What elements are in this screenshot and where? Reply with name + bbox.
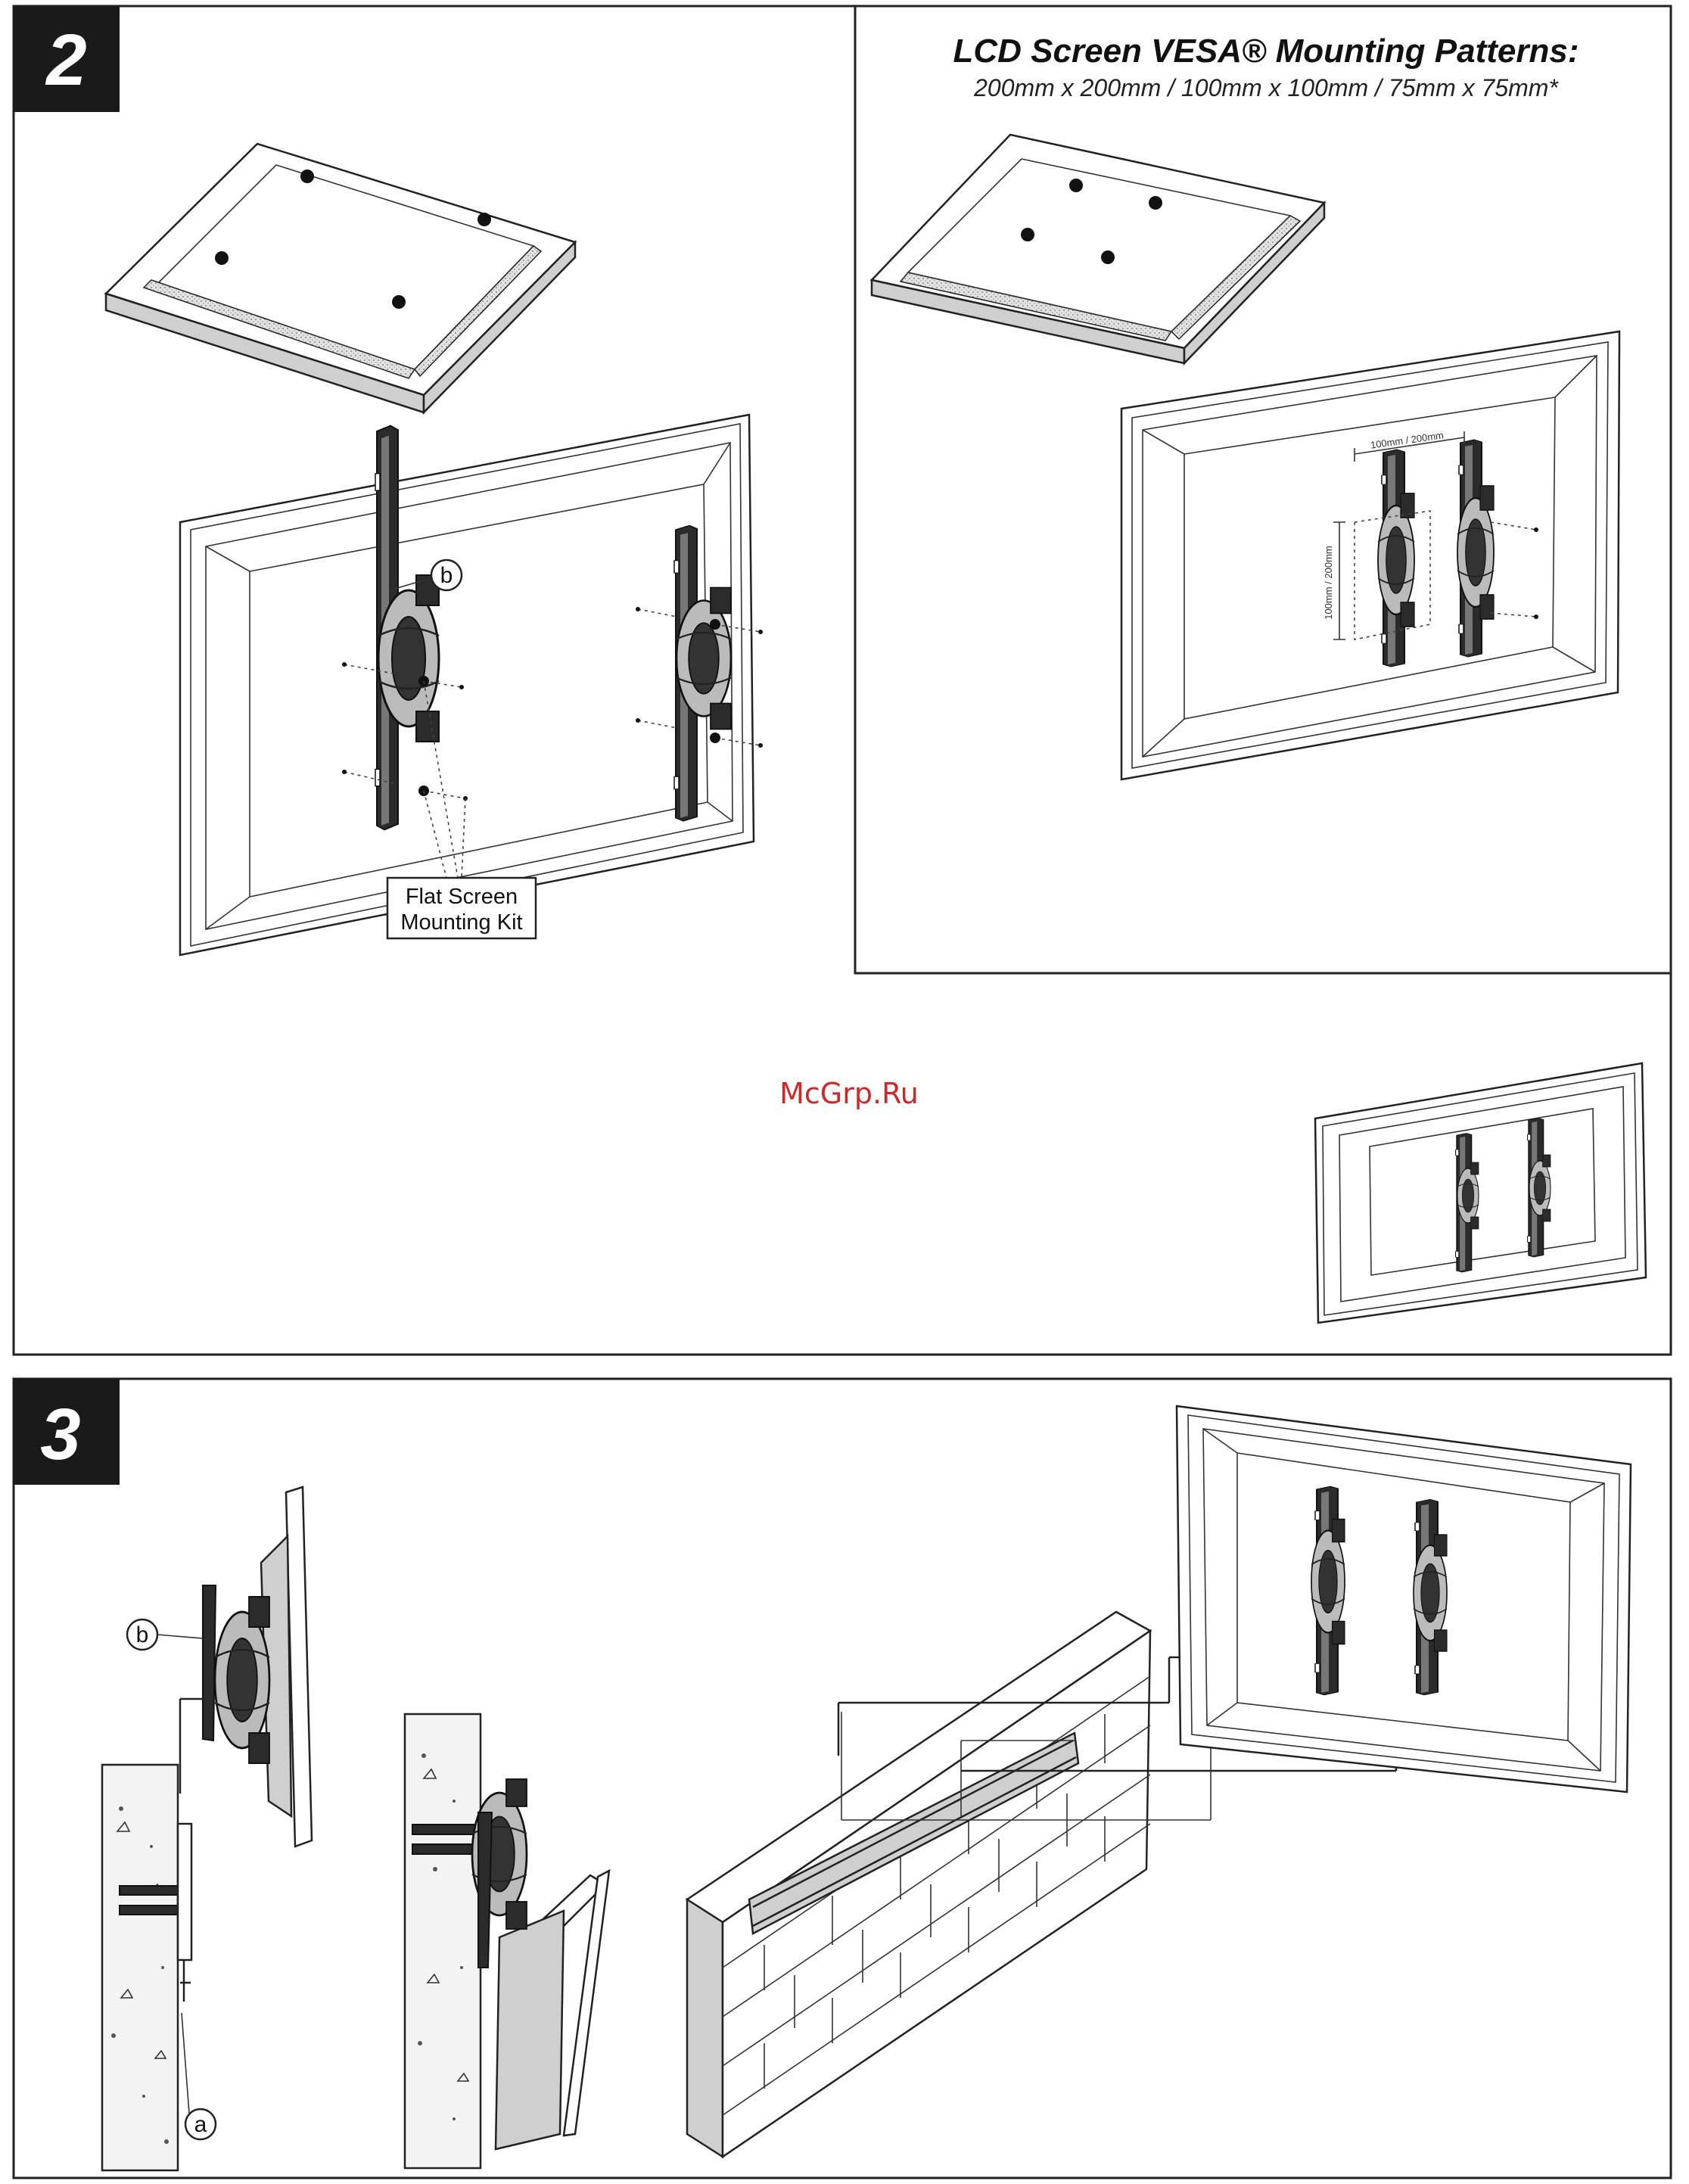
step-3-panel: 3 a b (14, 1379, 1671, 2178)
vesa-subtitle: 200mm x 200mm / 100mm x 100mm / 75mm x 7… (973, 74, 1559, 101)
vesa-title: LCD Screen VESA® Mounting Patterns: (953, 33, 1579, 70)
mount-hole (1149, 196, 1162, 210)
mounted-preview (1315, 1063, 1646, 1323)
mount-hole (1069, 179, 1083, 192)
vesa-wall-plate (872, 135, 1324, 363)
callout-b-label: b (440, 563, 453, 588)
side-view-hanging (405, 1714, 609, 2168)
side-view-before-hanging: a b (102, 1487, 312, 2170)
tv-outer-frame (180, 415, 754, 955)
mount-hole (215, 251, 229, 265)
vesa-dim-vertical: 100mm / 200mm (1323, 546, 1334, 620)
step-2-number: 2 (45, 20, 86, 101)
step-2-panel: 2 (14, 6, 1671, 1355)
kit-label-line1: Flat Screen (406, 885, 518, 909)
vesa-subpanel: LCD Screen VESA® Mounting Patterns: 200m… (855, 6, 1671, 973)
mount-hole (392, 295, 406, 309)
wall-plate-diagram (106, 144, 575, 412)
watermark: McGrp.Ru (779, 1077, 919, 1110)
mount-hole (1021, 228, 1034, 241)
tv-back-step3 (1177, 1406, 1631, 1792)
callout-a-label: a (194, 2112, 207, 2137)
mount-hole (1101, 250, 1115, 264)
vesa-tv-back: 100mm / 200mm 100mm / 200mm (1121, 331, 1619, 779)
mount-hole (300, 170, 314, 183)
step-3-number: 3 (40, 1394, 80, 1475)
callout-b-label-step3: b (136, 1622, 149, 1647)
mount-hole (477, 213, 491, 226)
kit-label-line2: Mounting Kit (400, 910, 522, 935)
tv-back-diagram: b Flat Screen Mounting Kit (180, 415, 763, 955)
